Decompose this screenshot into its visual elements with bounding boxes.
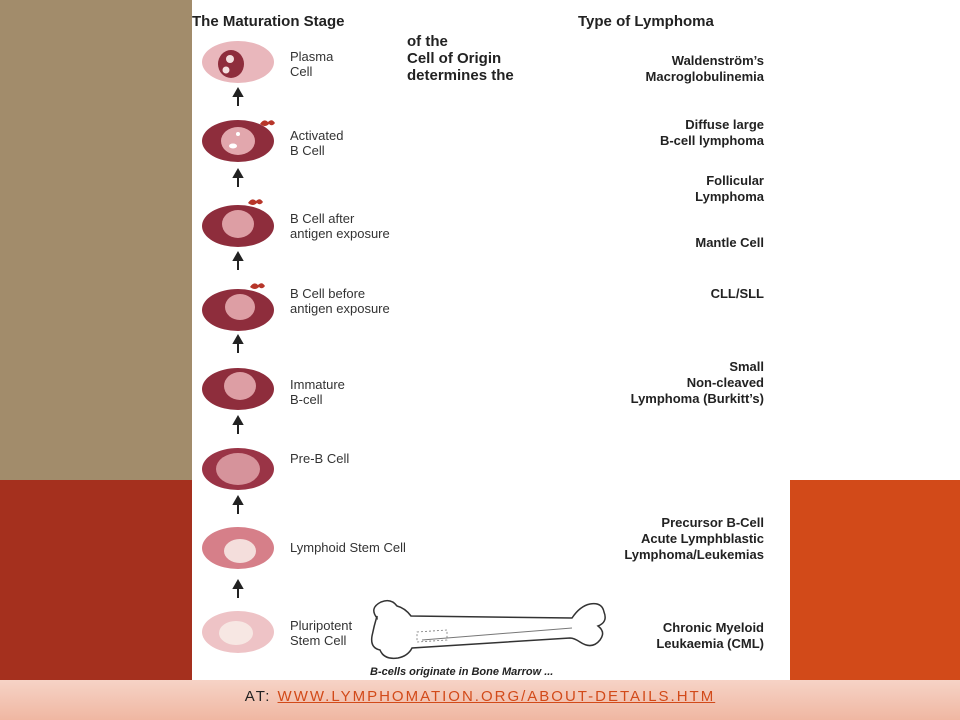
header-connector-line-3: determines the	[407, 67, 514, 84]
lymphoma-label-line: Macroglobulinemia	[645, 69, 764, 84]
cell-label-lymphoid-stem: Lymphoid Stem Cell	[290, 540, 406, 555]
lymphoma-label-line: Lymphoma/Leukemias	[624, 547, 764, 562]
lymphoma-diagram: The Maturation Stage of the Cell of Orig…	[192, 0, 790, 680]
cell-label-line: Pre-B Cell	[290, 451, 350, 466]
cell-label-line: Pluripotent	[290, 618, 353, 633]
background-tan-block	[0, 0, 192, 480]
lymphoma-label-line: Small	[729, 359, 764, 374]
lymphoma-label-line: B-cell lymphoma	[659, 133, 764, 148]
footer-bar	[0, 680, 960, 720]
cell-label-b-after-antigen: B Cell after antigen exposure	[290, 211, 390, 241]
lymphoma-label-line: Follicular	[706, 173, 764, 188]
footer-source: At: www.lymphomation.org/about-details.h…	[0, 688, 960, 705]
cell-label-b-before-antigen: B Cell before antigen exposure	[290, 286, 390, 316]
lymphoid-stem-cell-illustration	[202, 527, 274, 569]
cell-label-pluripotent-stem: Pluripotent Stem Cell	[290, 618, 352, 648]
lymphoma-label-precursor-b: Precursor B-Cell Acute Lymphblastic Lymp…	[624, 515, 764, 563]
lymphoma-label-dlbcl: Diffuse large B-cell lymphoma	[660, 117, 764, 149]
lymphoma-label-line: Waldenström’s	[671, 53, 764, 68]
pre-b-cell-illustration	[202, 448, 274, 490]
cell-label-line: B-cell	[290, 392, 323, 407]
cell-label-line: antigen exposure	[290, 301, 390, 316]
cell-label-line: Stem Cell	[290, 633, 347, 648]
lymphoma-label-line: Leukaemia (CML)	[656, 636, 764, 651]
cell-label-line: B Cell after	[290, 211, 355, 226]
lymphoma-label-cll-sll: CLL/SLL	[711, 286, 764, 302]
lymphoma-label-line: CLL/SLL	[710, 286, 764, 301]
lymphoma-label-line: Lymphoma	[695, 189, 764, 204]
header-connector-line-1: of the	[407, 33, 448, 50]
cell-label-immature-b: Immature B-cell	[290, 377, 345, 407]
header-maturation-stage: The Maturation Stage	[192, 13, 345, 30]
cell-label-line: B Cell before	[290, 286, 366, 301]
lymphoma-label-line: Lymphoma (Burkitt’s)	[630, 391, 764, 406]
cell-label-activated-b: Activated B Cell	[290, 128, 343, 158]
cell-label-line: Activated	[290, 128, 344, 143]
lymphoma-label-line: Acute Lymphblastic	[640, 531, 764, 546]
plasma-cell-illustration	[202, 41, 274, 83]
cell-label-line: Immature	[290, 377, 345, 392]
cell-label-line: Lymphoid Stem Cell	[290, 540, 406, 555]
cell-label-line: Cell	[290, 64, 313, 79]
lymphoma-label-line: Chronic Myeloid	[662, 620, 764, 635]
lymphoma-label-burkitt: Small Non-cleaved Lymphoma (Burkitt’s)	[631, 359, 764, 407]
activated-b-cell-illustration	[202, 120, 275, 162]
background-red-block-left	[0, 480, 192, 680]
upward-arrows	[232, 86, 244, 598]
lymphoma-label-line: Mantle Cell	[695, 235, 764, 250]
footer-label: At:	[244, 688, 272, 705]
bone-illustration	[370, 599, 606, 660]
lymphoma-label-line: Non-cleaved	[686, 375, 764, 390]
bone-marrow-note: B-cells originate in Bone Marrow ...	[370, 666, 554, 678]
lymphoma-label-line: Diffuse large	[685, 117, 764, 132]
lymphoma-label-follicular: Follicular Lymphoma	[695, 173, 764, 205]
header-lymphoma-type: Type of Lymphoma	[578, 13, 714, 30]
immature-b-cell-illustration	[202, 368, 274, 410]
lymphoma-label-waldenstrom: Waldenström’s Macroglobulinemia	[646, 53, 764, 85]
cell-diagram-graphics	[202, 41, 606, 660]
source-link[interactable]: www.lymphomation.org/about-details.htm	[277, 688, 716, 705]
cell-label-line: Plasma	[290, 49, 334, 64]
b-cell-before-antigen-illustration	[202, 283, 274, 331]
header-connector-line-2: Cell of Origin	[407, 50, 502, 67]
lymphoma-label-mantle-cell: Mantle Cell	[695, 235, 764, 251]
header-connector: of the Cell of Origin determines the	[407, 33, 514, 84]
background-red-block-right	[790, 480, 960, 680]
b-cell-after-antigen-illustration	[202, 199, 274, 247]
lymphoma-label-line: Precursor B-Cell	[661, 515, 764, 530]
cell-label-pre-b: Pre-B Cell	[290, 451, 349, 466]
cell-label-plasma: Plasma Cell	[290, 49, 333, 79]
pluripotent-stem-cell-illustration	[202, 611, 274, 653]
cell-label-line: B Cell	[290, 143, 325, 158]
cell-label-line: antigen exposure	[290, 226, 390, 241]
lymphoma-label-cml: Chronic Myeloid Leukaemia (CML)	[656, 620, 764, 652]
